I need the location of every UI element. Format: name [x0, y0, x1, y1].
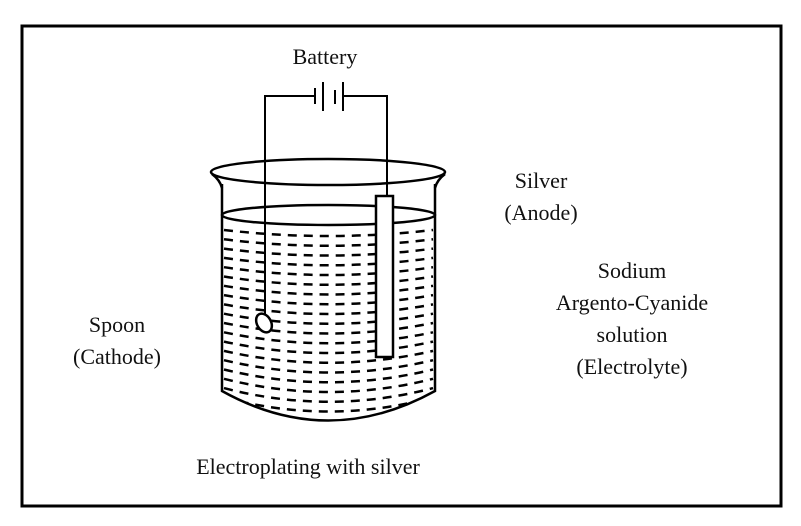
electrolyte-liquid: [223, 228, 434, 413]
battery-label: Battery: [293, 44, 358, 69]
liquid-dash-line: [223, 256, 434, 267]
liquid-dash-line: [223, 386, 434, 403]
liquid-dash-line: [223, 349, 434, 364]
electrolyte-label-line4: (Electrolyte): [576, 354, 687, 379]
liquid-dash-line: [223, 377, 434, 394]
liquid-dash-line: [223, 340, 434, 355]
electrolyte-label-line2: Argento-Cyanide: [556, 290, 708, 315]
liquid-dash-line: [223, 331, 434, 345]
cathode-label-line2: (Cathode): [73, 344, 161, 369]
liquid-dash-line: [223, 312, 434, 325]
liquid-dash-line: [223, 293, 434, 306]
liquid-dash-line: [223, 265, 434, 277]
liquid-surface: [220, 203, 437, 227]
liquid-dash-line: [223, 284, 434, 296]
diagram-frame: [20, 24, 783, 508]
liquid-dash-line: [223, 275, 434, 286]
liquid-dash-line: [223, 247, 434, 257]
liquid-dash-line: [223, 396, 434, 413]
silver-anode-bar: [374, 194, 395, 359]
battery-icon: [314, 82, 344, 111]
circuit-wires: [264, 95, 388, 315]
anode-label-line2: (Anode): [504, 200, 577, 225]
liquid-dash-line: [223, 368, 434, 384]
diagram-caption: Electroplating with silver: [196, 454, 420, 479]
liquid-dash-line: [223, 303, 434, 316]
liquid-dash-line: [223, 321, 434, 335]
liquid-dash-line: [223, 358, 434, 374]
liquid-dash-line: [223, 238, 434, 247]
cathode-wire: [264, 95, 314, 315]
beaker-body: [220, 184, 437, 422]
anode-wire: [343, 95, 388, 196]
beaker-rim: [209, 157, 447, 187]
beaker: [209, 157, 447, 422]
anode-label-line1: Silver: [515, 168, 568, 193]
liquid-dash-line: [223, 228, 434, 238]
electrolyte-label-line3: solution: [597, 322, 668, 347]
electrolyte-label-line1: Sodium: [598, 258, 666, 283]
cathode-label-line1: Spoon: [89, 312, 145, 337]
spoon-cathode: [254, 312, 274, 334]
